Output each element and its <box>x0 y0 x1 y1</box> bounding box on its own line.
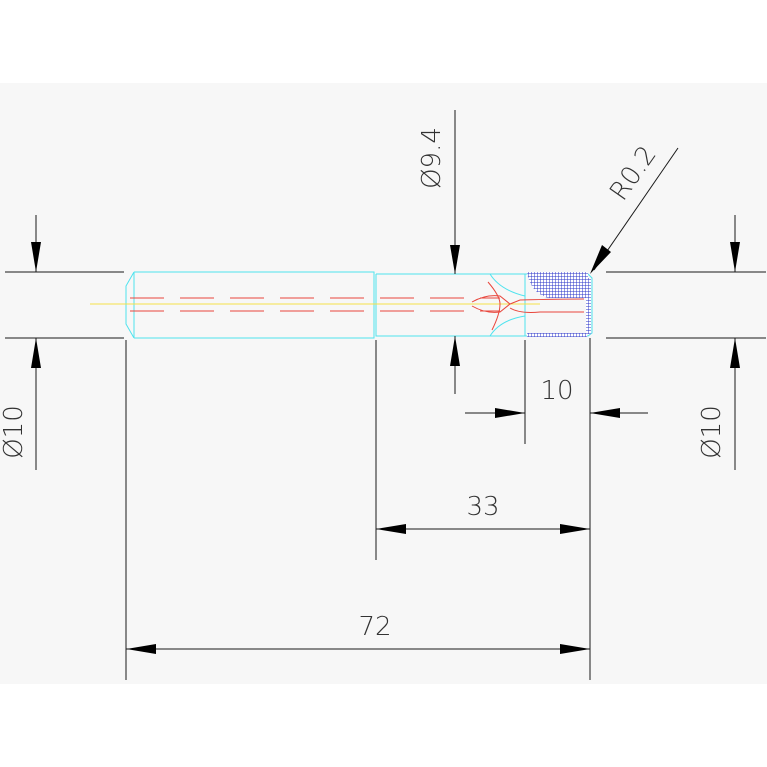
tip-length-label: 10 <box>540 376 573 406</box>
hatched-edge <box>586 278 591 334</box>
dimension-geometry <box>5 110 766 680</box>
middle-length-label: 33 <box>466 492 499 522</box>
bore-lower <box>509 307 584 313</box>
total-length-label: 72 <box>358 612 391 642</box>
part-body <box>90 271 593 339</box>
left-diameter-label: Ø10 <box>0 405 29 459</box>
right-diameter-label: Ø10 <box>697 405 727 459</box>
bore-upper <box>509 298 585 305</box>
hatched-strip <box>527 333 587 337</box>
drawing-background <box>0 83 767 684</box>
bore-curve <box>487 281 501 331</box>
tip-diameter-label: Ø9.4 <box>417 127 447 189</box>
radius-label: R0.2 <box>604 140 663 206</box>
shank-chamfer <box>125 271 135 339</box>
shank-outline <box>134 271 375 339</box>
hatched-section <box>527 272 588 298</box>
